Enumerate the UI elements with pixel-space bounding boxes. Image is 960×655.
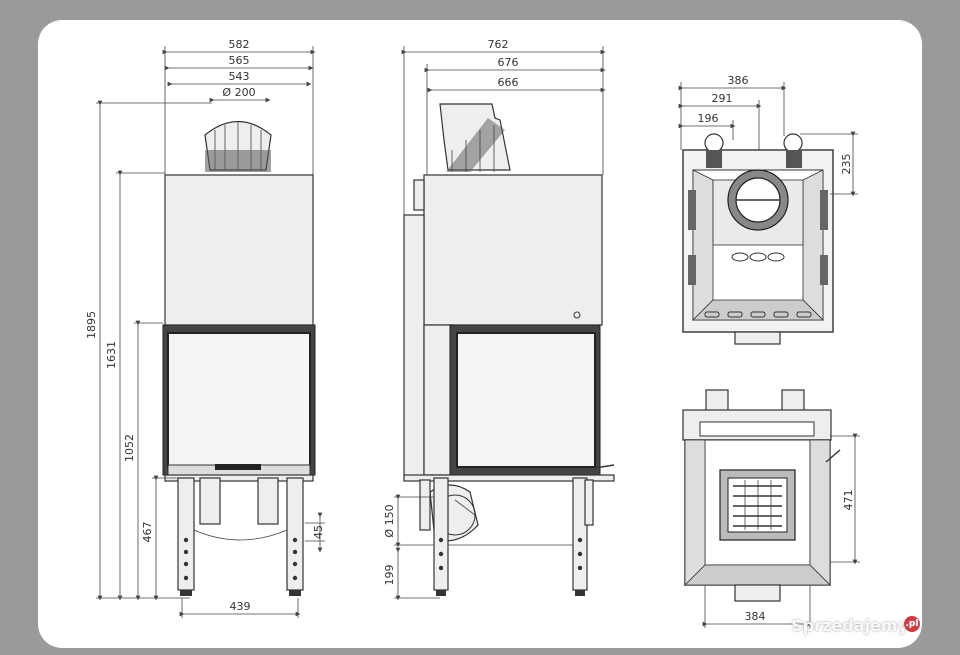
dim-235: 235 xyxy=(840,154,853,175)
dim-291: 291 xyxy=(712,92,733,105)
front-view: 582 565 543 Ø 200 xyxy=(85,38,325,618)
dim-386: 386 xyxy=(728,74,749,87)
watermark: Sprzedajemy.pl xyxy=(791,616,920,635)
dim-1631: 1631 xyxy=(105,341,118,369)
dim-676: 676 xyxy=(498,56,519,69)
dim-565: 565 xyxy=(229,54,250,67)
dim-45: 45 xyxy=(312,525,325,539)
dim-199: 199 xyxy=(383,565,396,586)
dim-439: 439 xyxy=(230,600,251,613)
dim-flue-diameter: Ø 200 xyxy=(222,86,255,99)
dim-196: 196 xyxy=(698,112,719,125)
dim-150: Ø 150 xyxy=(383,504,396,537)
dim-582: 582 xyxy=(229,38,250,51)
dim-384: 384 xyxy=(745,610,766,623)
dim-762: 762 xyxy=(488,38,509,51)
side-view: 762 676 666 xyxy=(383,38,615,601)
top-view: 386 291 196 xyxy=(678,74,858,345)
dim-1895: 1895 xyxy=(85,311,98,339)
dim-1052: 1052 xyxy=(123,434,136,462)
dim-666: 666 xyxy=(498,76,519,89)
dim-467: 467 xyxy=(141,522,154,543)
watermark-text: Sprzedajemy xyxy=(791,616,908,635)
dim-543: 543 xyxy=(229,70,250,83)
dim-471: 471 xyxy=(842,490,855,511)
bottom-view: 471 384 xyxy=(682,389,860,628)
watermark-badge: .pl xyxy=(904,616,920,632)
